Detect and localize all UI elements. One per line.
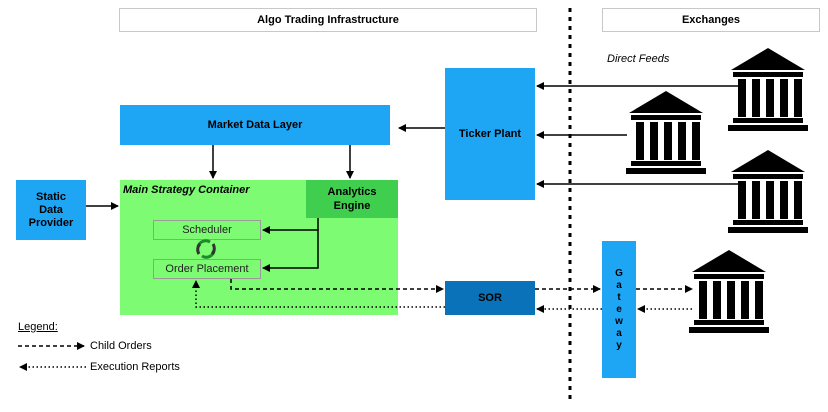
analytics-engine-label: Analytics Engine bbox=[327, 186, 377, 212]
child-order-placement-to-sor bbox=[230, 279, 444, 293]
legend-child-orders-label: Child Orders bbox=[90, 340, 152, 352]
scheduler-label: Scheduler bbox=[182, 224, 232, 236]
static-data-provider-label: Static Data Provider bbox=[28, 190, 74, 229]
gateway-box: Gateway bbox=[602, 241, 636, 378]
algo-infrastructure-header: Algo Trading Infrastructure bbox=[119, 8, 537, 32]
direct-feeds-label: Direct Feeds bbox=[607, 53, 670, 65]
order-placement-box: Order Placement bbox=[153, 259, 261, 279]
static-data-provider-box: Static Data Provider bbox=[16, 180, 86, 240]
exchange-building-icon bbox=[728, 150, 808, 233]
analytics-to-scheduler-arrow bbox=[262, 218, 319, 234]
exec-report-sor-to-order-placement bbox=[192, 280, 445, 308]
sor-box: SOR bbox=[445, 281, 535, 315]
exchange-building-icon bbox=[626, 91, 706, 174]
market-data-layer-box: Market Data Layer bbox=[120, 105, 390, 145]
legend-execution-reports-label: Execution Reports bbox=[90, 361, 180, 373]
main-strategy-container-label: Main Strategy Container bbox=[123, 184, 250, 196]
sor-label: SOR bbox=[478, 292, 502, 304]
legend-title: Legend: bbox=[18, 321, 58, 333]
exchanges-header: Exchanges bbox=[602, 8, 820, 32]
analytics-engine-box: Analytics Engine bbox=[306, 180, 398, 218]
order-placement-label: Order Placement bbox=[165, 263, 249, 275]
gateway-label: Gateway bbox=[613, 267, 625, 352]
exchange-building-icon bbox=[689, 250, 769, 333]
refresh-cycle-icon bbox=[196, 239, 216, 259]
exchange-building-icon bbox=[728, 48, 808, 131]
ticker-plant-box: Ticker Plant bbox=[445, 68, 535, 200]
market-data-layer-label: Market Data Layer bbox=[207, 118, 303, 131]
ticker-plant-label: Ticker Plant bbox=[458, 127, 522, 140]
analytics-to-order-placement-arrow bbox=[262, 230, 319, 272]
